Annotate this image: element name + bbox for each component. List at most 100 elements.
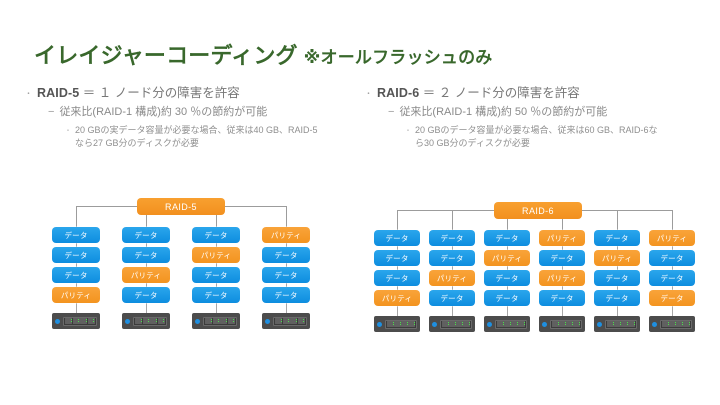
data-block: データ (192, 227, 240, 243)
data-block: データ (484, 290, 530, 306)
connector-drop (76, 206, 77, 227)
drive-bay-icon (387, 321, 394, 327)
data-block: データ (594, 270, 640, 286)
page-title: イレイジャーコーディング※オールフラッシュのみ (34, 38, 493, 70)
data-block: データ (649, 250, 695, 266)
connector-drop (397, 210, 398, 230)
data-block: データ (374, 230, 420, 246)
drive-bay-icon (157, 318, 165, 324)
power-led-icon (125, 318, 130, 324)
dash-marker-icon: − (388, 106, 395, 119)
bullet-level2-raid5: − 従来比(RAID-1 構成)約 30 ％の節約が可能 (48, 104, 356, 121)
diagram-column: データデータパリティデータ (429, 230, 475, 310)
drive-bay-icon (504, 321, 511, 327)
drive-bay-icon (614, 321, 621, 327)
diagram-column: パリティデータデータデータ (262, 227, 310, 307)
data-block: データ (649, 270, 695, 286)
data-block: データ (484, 230, 530, 246)
drive-bay-icon (676, 321, 683, 327)
drive-bay-icon (80, 318, 88, 324)
bullet-level3-text: 20 GBのデータ容量が必要な場合、従来は60 GB、RAID-6なら30 GB… (415, 124, 658, 148)
drive-bay-icon (628, 321, 635, 327)
bullet-level3-raid5: ･ 20 GBの実データ容量が必要な場合、従来は40 GB、RAID-5なら27… (66, 124, 356, 150)
drive-bays-icon (63, 316, 97, 326)
data-block: データ (539, 290, 585, 306)
drive-bay-icon (559, 321, 566, 327)
parity-block: パリティ (122, 267, 170, 283)
drive-bays-icon (550, 319, 582, 329)
parity-block: パリティ (484, 250, 530, 266)
power-led-icon (55, 318, 60, 324)
drive-bay-icon (449, 321, 456, 327)
power-led-icon (542, 321, 547, 327)
diagram-root-raid5: RAID-5 (137, 198, 225, 215)
parity-block: パリティ (429, 270, 475, 286)
server-node-icon (122, 313, 170, 329)
data-block: データ (594, 290, 640, 306)
drive-bay-icon (497, 321, 504, 327)
server-node-icon (539, 316, 585, 332)
bullet-level1-label: RAID-6 (377, 86, 420, 100)
data-block: データ (374, 270, 420, 286)
connector-drop (452, 210, 453, 230)
parity-block: パリティ (539, 270, 585, 286)
data-block: データ (122, 287, 170, 303)
drive-bay-icon (135, 318, 142, 324)
data-block: データ (374, 250, 420, 266)
server-node-icon (52, 313, 100, 329)
power-led-icon (597, 321, 602, 327)
diagram-root-label: RAID-6 (522, 205, 554, 216)
drive-bay-icon (566, 321, 573, 327)
drive-bay-icon (669, 321, 676, 327)
diagram-column: データデータデータパリティ (52, 227, 100, 307)
data-block: データ (484, 270, 530, 286)
data-block: データ (262, 287, 310, 303)
diagram-column: データデータデータパリティ (374, 230, 420, 310)
server-node-icon (374, 316, 420, 332)
connector-drop (216, 206, 217, 227)
drive-bay-icon (552, 321, 559, 327)
bullet-level1-raid5: ･ RAID-5 ＝ １ ノード分の障害を許容 (26, 84, 356, 102)
parity-block: パリティ (52, 287, 100, 303)
bullet-marker-small-icon: ･ (66, 125, 70, 135)
data-block: データ (122, 247, 170, 263)
power-led-icon (377, 321, 382, 327)
drive-bay-icon (227, 318, 235, 324)
bullet-level1-label: RAID-5 (37, 86, 80, 100)
drive-bay-icon (683, 321, 690, 327)
drive-bays-icon (273, 316, 307, 326)
dash-marker-icon: − (48, 106, 55, 119)
parity-block: パリティ (649, 230, 695, 246)
connector-drop (617, 210, 618, 230)
drive-bay-icon (72, 318, 80, 324)
bullet-level1-rest: ＝ １ ノード分の障害を許容 (82, 86, 240, 100)
drive-bays-icon (133, 316, 167, 326)
drive-bay-icon (150, 318, 158, 324)
parity-block: パリティ (539, 230, 585, 246)
data-block: データ (649, 290, 695, 306)
drive-bay-icon (142, 318, 150, 324)
drive-bay-icon (212, 318, 220, 324)
title-main-text: イレイジャーコーディング (34, 43, 298, 68)
power-led-icon (652, 321, 657, 327)
diagram-column: パリティデータパリティデータ (539, 230, 585, 310)
drive-bay-icon (573, 321, 580, 327)
bullet-level3-raid6: ･ 20 GBのデータ容量が必要な場合、従来は60 GB、RAID-6なら30 … (406, 124, 706, 150)
drive-bay-icon (205, 318, 212, 324)
data-block: データ (192, 287, 240, 303)
connector-drop (672, 210, 673, 230)
bullet-level3-text: 20 GBの実データ容量が必要な場合、従来は40 GB、RAID-5なら27 G… (75, 124, 318, 148)
diagram-root-label: RAID-5 (165, 201, 197, 212)
drive-bays-icon (495, 319, 527, 329)
drive-bay-icon (401, 321, 408, 327)
data-block: データ (122, 227, 170, 243)
drive-bays-icon (440, 319, 472, 329)
drive-bay-icon (662, 321, 669, 327)
data-block: データ (429, 250, 475, 266)
drive-bay-icon (463, 321, 470, 327)
drive-bay-icon (394, 321, 401, 327)
diagram-column: データパリティデータデータ (594, 230, 640, 310)
drive-bays-icon (605, 319, 637, 329)
bullet-level2-text: 従来比(RAID-1 構成)約 50 ％の節約が可能 (399, 106, 608, 119)
